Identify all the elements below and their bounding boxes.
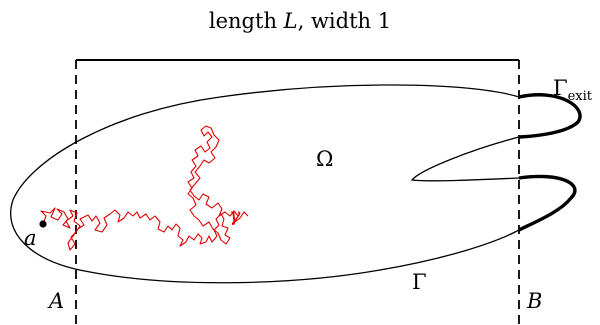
path-label: γ (229, 204, 241, 226)
start-point-marker (39, 220, 47, 228)
domain-label: Ω (316, 147, 333, 171)
exit-boundary-lower (518, 174, 577, 232)
title-prefix: length (209, 9, 284, 33)
start-point-label: a (24, 226, 37, 250)
exit-boundary-upper (518, 93, 582, 139)
right-line-label: B (526, 289, 542, 313)
title-suffix: , width 1 (298, 9, 392, 33)
exit-label-subscript: exit (568, 89, 593, 104)
exit-boundary-label: Γexit (553, 76, 593, 104)
random-path (40, 125, 249, 251)
left-line-label: A (47, 289, 64, 313)
title-length-symbol: L (283, 9, 298, 33)
boundary-label: Γ (412, 270, 427, 294)
domain-boundary (10, 84, 520, 284)
figure-title: length L, width 1 (209, 9, 391, 33)
exit-label-main: Γ (553, 76, 568, 100)
